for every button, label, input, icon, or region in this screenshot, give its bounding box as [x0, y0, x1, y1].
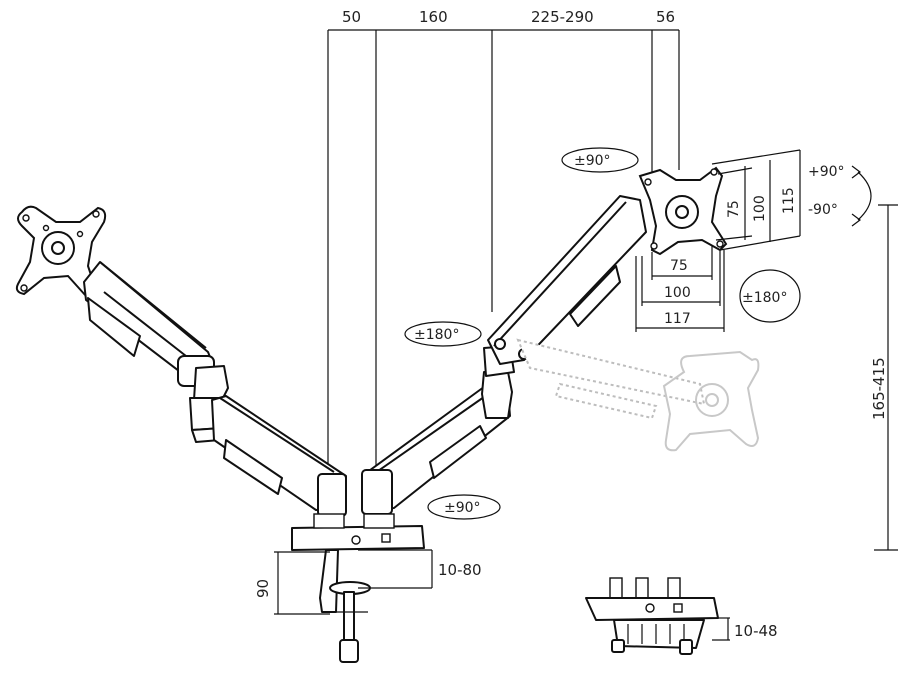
- desk-base: [291, 513, 425, 551]
- dim-label-160: 160: [419, 8, 448, 26]
- grommet-thickness-label: 10-48: [734, 622, 778, 640]
- vesa-height-100: 100: [752, 195, 768, 222]
- arm-swivel-arrow: [404, 321, 482, 347]
- dim-label-50: 50: [342, 8, 361, 26]
- grommet-mount: [585, 577, 719, 655]
- clamp-dimension-lines: [274, 549, 433, 615]
- height-dimension: [874, 204, 898, 551]
- swivel-head-arrow: [561, 147, 639, 173]
- vesa-width-75: 75: [670, 258, 688, 274]
- ghost-arm-position: [516, 338, 760, 452]
- tilt-up-label: +90°: [808, 164, 845, 180]
- base-swivel-label: ±90°: [444, 500, 481, 516]
- grommet-dimension-lines: [712, 617, 730, 641]
- vesa-width-100: 100: [664, 285, 691, 301]
- swivel-head-label: ±90°: [574, 153, 611, 169]
- dim-label-56: 56: [656, 8, 675, 26]
- base-swivel-arrow: [427, 494, 501, 520]
- tilt-down-label: -90°: [808, 202, 838, 218]
- right-upper-arm: [487, 195, 647, 365]
- rotate-head-label: ±180°: [742, 290, 787, 306]
- top-dimension-lines: [327, 29, 680, 478]
- vesa-height-115: 115: [781, 187, 797, 214]
- vesa-height-75: 75: [726, 200, 742, 218]
- left-upper-arm: [83, 261, 217, 387]
- dim-label-225-290: 225-290: [531, 8, 594, 26]
- arm-swivel-label: ±180°: [414, 327, 459, 343]
- clamp-depth-label: 90: [254, 579, 272, 598]
- desk-clamp: [319, 549, 371, 663]
- rotate-head-arrow: [739, 269, 801, 323]
- clamp-thickness-label: 10-80: [438, 561, 482, 579]
- vesa-width-117: 117: [664, 311, 691, 327]
- right-lower-arm: [361, 383, 511, 515]
- vesa-dimension-lines: [635, 149, 801, 332]
- tilt-arrow: [851, 165, 872, 227]
- left-lower-arm: [211, 395, 347, 517]
- right-vesa-plate: [638, 166, 728, 256]
- dim-label-height-range: 165-415: [870, 357, 888, 420]
